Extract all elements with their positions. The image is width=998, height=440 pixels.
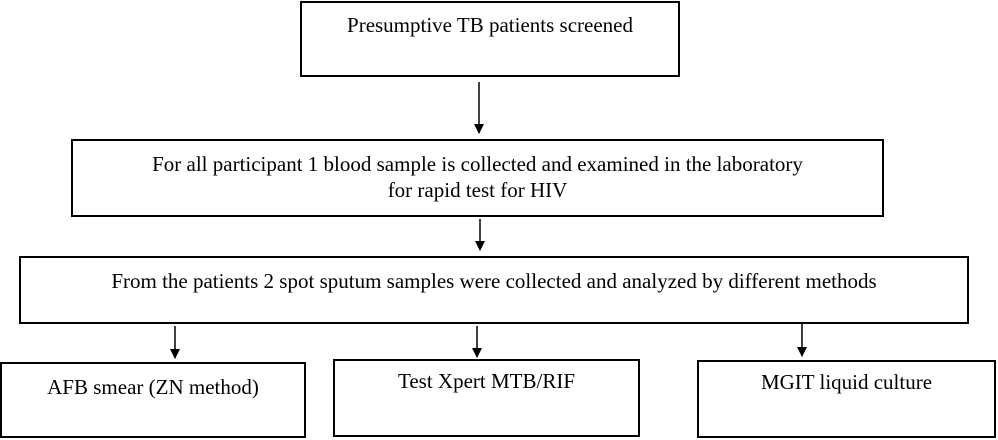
method-mgit-label: MGIT liquid culture (760, 370, 933, 394)
method-box-xpert: Test Xpert MTB/RIF (333, 359, 640, 437)
step-box-sputum-samples: From the patients 2 spot sputum samples … (19, 256, 969, 324)
step-sputum-samples-label: From the patients 2 spot sputum samples … (111, 269, 877, 293)
step-box-screening: Presumptive TB patients screened (300, 1, 680, 77)
step-blood-sample-label: For all participant 1 blood sample is co… (152, 152, 803, 202)
method-box-mgit: MGIT liquid culture (697, 360, 996, 438)
method-xpert-label: Test Xpert MTB/RIF (397, 369, 576, 393)
step-box-blood-sample: For all participant 1 blood sample is co… (71, 139, 884, 217)
method-afb-smear-label: AFB smear (ZN method) (47, 375, 259, 399)
step-screening-label: Presumptive TB patients screened (347, 13, 633, 37)
method-box-afb-smear: AFB smear (ZN method) (0, 362, 306, 438)
